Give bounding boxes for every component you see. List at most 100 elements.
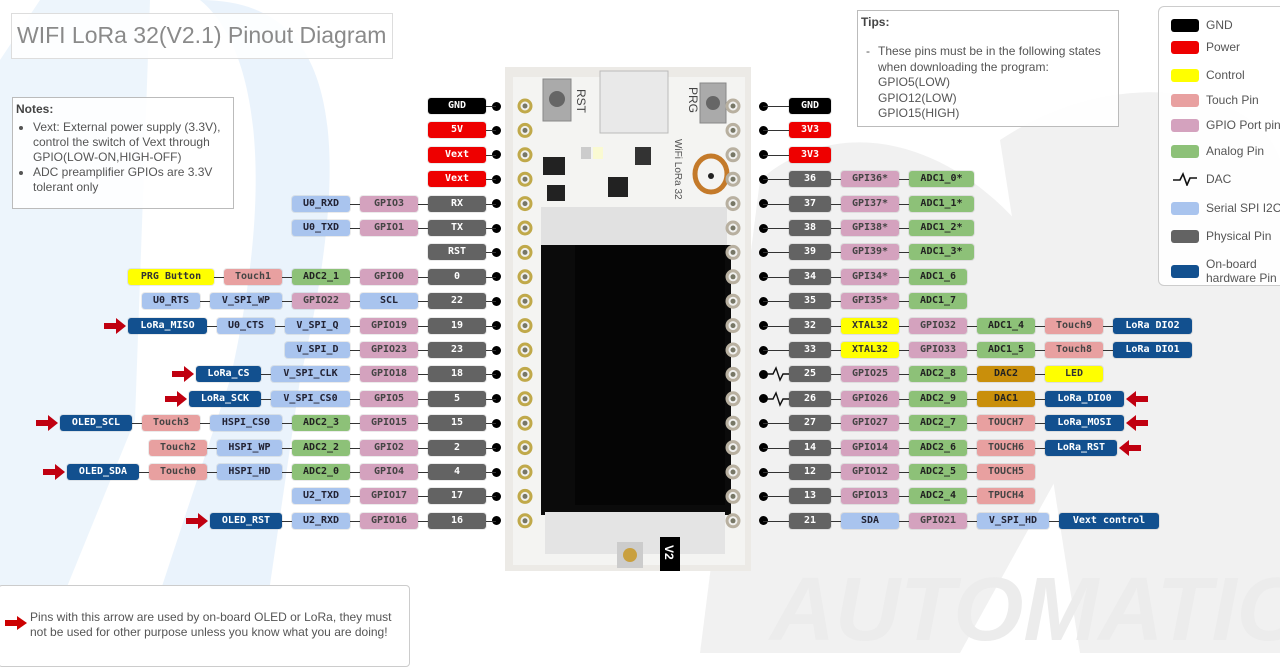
connector-line: [831, 325, 841, 327]
connector-line: [282, 447, 292, 449]
pin-label-gpio: GPIO5: [360, 390, 418, 407]
pin-label-ser: HSPI_CS0: [210, 415, 282, 432]
connector-line: [967, 374, 977, 376]
pin-label-adc: ADC1_3*: [909, 244, 974, 261]
pin-label-gpio: GPIO19: [360, 317, 418, 334]
pin-label-phys: 22: [428, 293, 486, 310]
connector-line: [831, 276, 841, 278]
pin-label-gpio: GPIO21: [909, 512, 967, 529]
pin-label-hw: LoRa_CS: [196, 366, 261, 383]
pin-label-gpio: GPI34*: [841, 268, 899, 285]
pin-label-touch: TPUCH4: [977, 488, 1035, 505]
connector-line: [831, 496, 841, 498]
pin-label-ser: HSPI_WP: [217, 439, 282, 456]
pin-label-ser: U2_RXD: [292, 512, 350, 529]
connector-line: [418, 496, 428, 498]
pin-label-adc: ADC2_9: [909, 390, 967, 407]
pin-dot: [491, 418, 501, 428]
connector-line: [831, 472, 841, 473]
pin-label-adc: ADC1_2*: [909, 220, 974, 236]
legend-swatch: [1171, 264, 1199, 278]
pin-label-hw: OLED_RST: [210, 512, 282, 529]
pin-label-hw: LoRa_MOSI: [1045, 415, 1124, 432]
red-arrow-left-icon: [1126, 390, 1148, 407]
tips-heading: Tips:: [861, 15, 890, 29]
pin-label-adc: ADC1_1*: [909, 195, 974, 212]
pin-label-phys: 34: [789, 268, 831, 285]
connector-line: [207, 447, 217, 449]
pin-label-hw: Vext control: [1059, 512, 1159, 529]
rst-silkscreen: RST: [574, 89, 588, 114]
pin-dot: [491, 516, 501, 526]
title-box: WIFI LoRa 32(V2.1) Pinout Diagram: [11, 13, 393, 59]
connector-line: [1103, 325, 1113, 327]
connector-line: [967, 447, 977, 449]
pin-label-gpio: GPIO17: [360, 488, 418, 505]
pin-label-phys: 33: [789, 342, 831, 358]
connector-line: [1035, 398, 1045, 400]
pin-label-hw: OLED_SDA: [67, 464, 139, 480]
connector-line: [967, 325, 977, 327]
pin-label-ser: U0_TXD: [292, 220, 350, 236]
pin-dot: [491, 150, 501, 160]
connector-line: [214, 276, 224, 278]
connector-line: [1035, 350, 1045, 351]
pin-label-ser: V_SPI_CLK: [271, 366, 350, 383]
pin-label-adc: ADC1_6: [909, 268, 967, 285]
pin-label-touch: Touch0: [149, 464, 207, 480]
tips-state: GPIO12(LOW): [878, 90, 957, 105]
pin-label-ser: HSPI_HD: [217, 464, 282, 480]
legend-label: Touch Pin: [1206, 93, 1259, 107]
connector-line: [207, 472, 217, 473]
pin-label-ser: V_SPI_D: [285, 342, 350, 358]
pin-label-dac: DAC1: [977, 390, 1035, 407]
pin-label-phys: 2: [428, 439, 486, 456]
connector-line: [418, 447, 428, 449]
pin-dot: [491, 345, 501, 355]
connector-line: [486, 447, 496, 449]
connector-line: [350, 228, 360, 229]
connector-line: [967, 350, 977, 351]
legend-item-gnd: GND: [1171, 18, 1233, 32]
dac-wave-icon: [1173, 172, 1197, 186]
pin-label-gpio: GPI36*: [841, 171, 899, 188]
connector-line: [899, 228, 909, 229]
red-arrow-right-icon: [172, 366, 194, 383]
pin-label-phys: 12: [789, 464, 831, 480]
pin-label-pwr: 3V3: [789, 146, 831, 163]
connector-line: [418, 472, 428, 473]
pin-label-ser: U2_TXD: [292, 488, 350, 505]
connector-line: [899, 252, 909, 254]
pin-label-phys: RST: [428, 244, 486, 261]
legend-item-pwr: Power: [1171, 40, 1240, 54]
pin-label-gpio: GPIO13: [841, 488, 899, 505]
pin-label-gpio: GPIO27: [841, 415, 899, 432]
connector-line: [899, 276, 909, 278]
pin-dot: [491, 125, 501, 135]
legend-item-adc: Analog Pin: [1171, 144, 1264, 158]
pin-label-adc: ADC2_3: [292, 415, 350, 432]
pin-label-phys: TX: [428, 220, 486, 236]
connector-line: [350, 423, 360, 425]
antenna-coil-icon: [692, 153, 730, 195]
pin-label-phys: 23: [428, 342, 486, 358]
pin-dot: [758, 369, 768, 379]
red-arrow-left-icon: [1126, 415, 1148, 432]
warning-panel: Pins with this arrow are used by on-boar…: [0, 585, 410, 667]
pin-dot: [491, 369, 501, 379]
notes-panel: Notes: Vext: External power supply (3.3V…: [12, 97, 234, 209]
connector-line: [486, 301, 496, 303]
connector-line: [350, 374, 360, 376]
pin-dot: [491, 174, 501, 184]
connector-line: [763, 106, 789, 107]
legend-label: Analog Pin: [1206, 144, 1265, 158]
pin-label-phys: 35: [789, 293, 831, 310]
pin-label-gpio: GPI39*: [841, 244, 899, 261]
pin-label-touch: Touch3: [142, 415, 200, 432]
legend-label: GND: [1206, 18, 1233, 32]
pin-label-phys: 36: [789, 171, 831, 188]
pin-label-adc: ADC2_6: [909, 439, 967, 456]
connector-line: [899, 398, 909, 400]
legend-swatch: [1171, 68, 1199, 82]
